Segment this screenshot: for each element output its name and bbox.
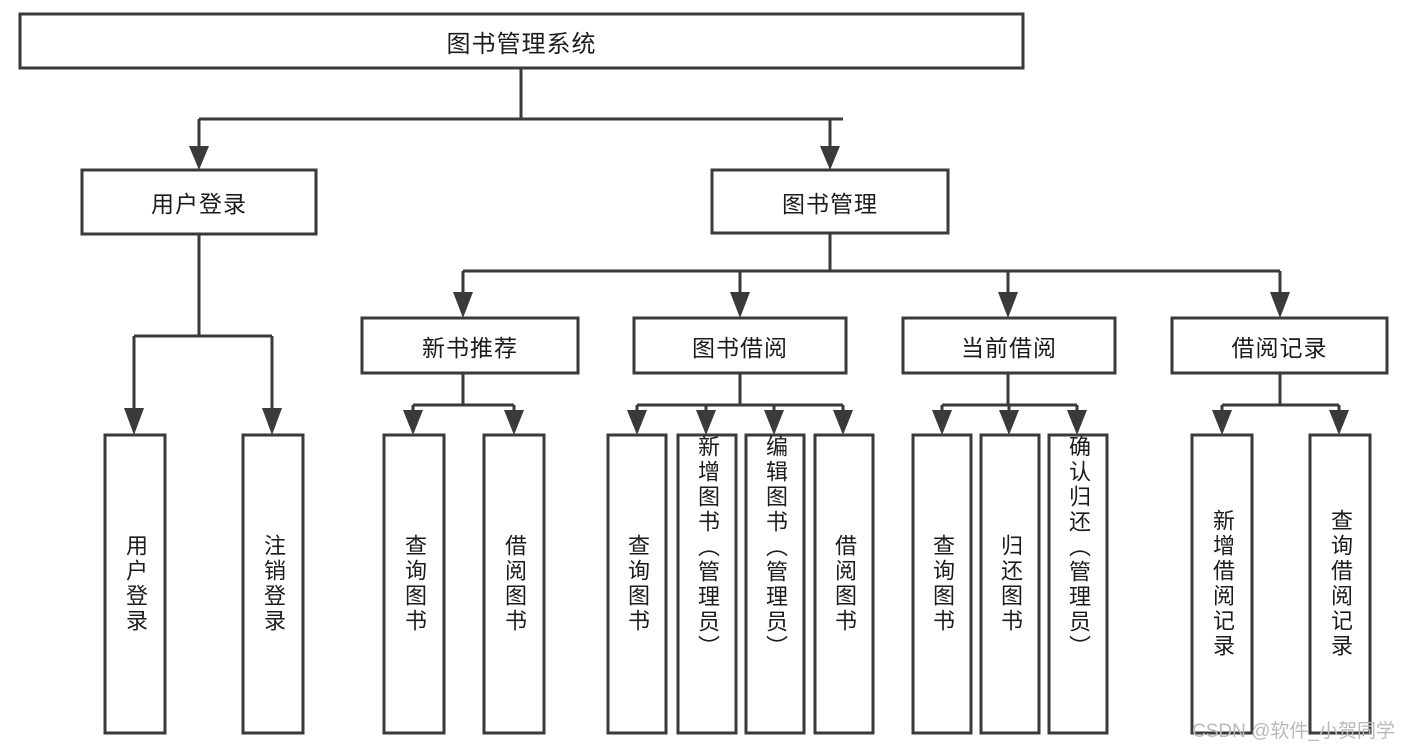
leaf-box-new-book-1[interactable] (482, 433, 546, 735)
node-book-management-box[interactable] (710, 168, 950, 235)
connector-newbook-to-leaves (403, 373, 524, 435)
leaf-box-current-borrow-1[interactable] (979, 433, 1041, 735)
leaf-box-user-login-1[interactable] (241, 433, 305, 735)
node-new-book-recommend-box[interactable] (360, 316, 580, 375)
connector-borrowrecord-to-leaves (1212, 373, 1349, 435)
node-borrow-record-box[interactable] (1170, 316, 1389, 375)
node-user-login-box[interactable] (80, 168, 318, 236)
connector-bookmgmt-to-level3 (453, 233, 1290, 318)
leaf-box-book-borrow-1[interactable] (676, 433, 738, 735)
leaf-box-user-login-0[interactable] (103, 433, 167, 735)
leaf-box-book-borrow-3[interactable] (813, 433, 875, 735)
connector-currentborrow-to-leaves (932, 373, 1087, 435)
leaf-box-book-borrow-2[interactable] (744, 433, 806, 735)
connector-bookborrow-to-leaves (627, 373, 853, 435)
leaf-box-borrow-record-1[interactable] (1308, 433, 1372, 735)
node-book-borrow-box[interactable] (632, 316, 848, 375)
leaf-box-borrow-record-0[interactable] (1190, 433, 1254, 735)
leaf-box-current-borrow-2[interactable] (1047, 433, 1109, 735)
leaf-box-new-book-0[interactable] (382, 433, 446, 735)
leaf-box-book-borrow-0[interactable] (606, 433, 668, 735)
node-root-box[interactable] (18, 12, 1025, 70)
node-current-borrow-box[interactable] (901, 316, 1117, 375)
connector-userlogin-to-leaves (124, 234, 282, 435)
leaf-box-current-borrow-0[interactable] (911, 433, 973, 735)
connector-root-to-level2 (189, 68, 843, 170)
